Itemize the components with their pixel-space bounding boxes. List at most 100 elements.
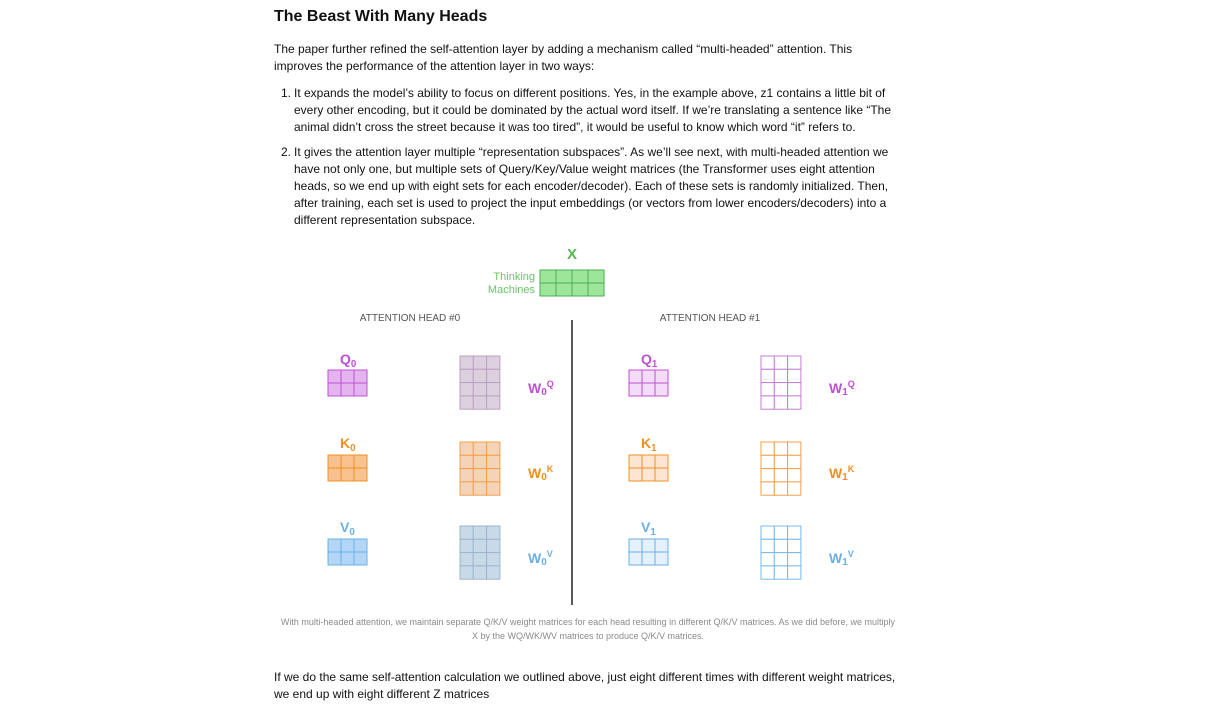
matrix-cell — [760, 552, 775, 567]
section-title: The Beast With Many Heads — [274, 8, 488, 25]
matrix-cell — [773, 395, 789, 410]
matrix-cell — [760, 481, 775, 496]
matrix-cell — [459, 468, 474, 483]
matrix-cell — [459, 525, 474, 540]
matrix-cell — [773, 552, 789, 567]
matrix-cell — [472, 355, 488, 370]
input-word-thinking: Thinking — [493, 271, 535, 283]
matrix-cell — [654, 369, 669, 384]
query-weight-matrix — [459, 355, 501, 410]
matrix-cell — [628, 551, 643, 566]
list-item: 2. It gives the attention layer multiple… — [274, 144, 904, 228]
matrix-cell — [641, 551, 656, 566]
matrix-cell — [654, 454, 669, 469]
query-weight-matrix — [760, 355, 802, 410]
matrix-cell — [641, 467, 656, 482]
matrix-cell — [787, 565, 802, 580]
matrix-cell — [760, 525, 775, 540]
matrix-cell — [773, 525, 789, 540]
matrix-cell — [472, 552, 488, 567]
value-weight-matrix — [760, 525, 802, 580]
matrix-cell — [459, 355, 474, 370]
matrix-cell — [787, 382, 802, 397]
key-matrix-label: K1 — [641, 435, 657, 454]
matrix-cell — [327, 538, 342, 553]
matrix-cell — [486, 368, 501, 384]
matrix-cell — [340, 467, 355, 482]
matrix-cell — [787, 355, 802, 370]
matrix-cell — [459, 368, 474, 384]
list-item-number: 2. — [281, 145, 292, 160]
matrix-cell — [760, 454, 775, 470]
query-weight-label: W0Q — [528, 379, 554, 398]
attention-head-title: ATTENTION HEAD #0 — [360, 313, 461, 324]
matrix-cell — [760, 355, 775, 370]
matrix-cell — [486, 395, 501, 410]
matrix-cell — [459, 395, 474, 410]
matrix-cell — [327, 551, 342, 566]
matrix-cell — [472, 441, 488, 456]
matrix-cell — [587, 269, 605, 284]
matrix-cell — [486, 565, 501, 580]
matrix-cell — [654, 382, 669, 397]
key-weight-matrix — [760, 441, 802, 496]
matrix-cell — [353, 538, 368, 553]
list-item-text: It gives the attention layer multiple “r… — [294, 145, 889, 227]
matrix-cell — [340, 382, 355, 397]
matrix-cell — [472, 468, 488, 483]
key-weight-label: W1K — [829, 464, 855, 483]
matrix-cell — [787, 395, 802, 410]
matrix-cell — [773, 538, 789, 554]
matrix-cell — [459, 565, 474, 580]
matrix-cell — [340, 369, 355, 384]
matrix-cell — [641, 538, 656, 553]
value-matrix — [628, 538, 669, 566]
matrix-cell — [787, 454, 802, 470]
intro-paragraph: The paper further refined the self-atten… — [274, 42, 853, 73]
matrix-cell — [587, 282, 605, 297]
matrix-cell — [472, 481, 488, 496]
matrix-cell — [641, 369, 656, 384]
matrix-cell — [486, 552, 501, 567]
matrix-cell — [760, 395, 775, 410]
value-weight-label: W1V — [829, 549, 854, 568]
query-matrix-label: Q0 — [340, 351, 357, 370]
key-weight-label: W0K — [528, 464, 554, 483]
matrix-cell — [353, 551, 368, 566]
list-item-text: It expands the model’s ability to focus … — [294, 86, 891, 134]
matrix-cell — [773, 481, 789, 496]
value-matrix-label: V1 — [641, 519, 656, 538]
matrix-cell — [472, 368, 488, 384]
matrix-cell — [472, 454, 488, 470]
matrix-cell — [654, 467, 669, 482]
matrix-cell — [654, 538, 669, 553]
matrix-cell — [654, 551, 669, 566]
matrix-cell — [787, 525, 802, 540]
x-input-matrix — [539, 269, 605, 297]
value-weight-matrix — [459, 525, 501, 580]
outro-paragraph: If we do the same self-attention calcula… — [274, 670, 896, 701]
matrix-cell — [555, 282, 573, 297]
matrix-cell — [760, 368, 775, 384]
value-matrix-label: V0 — [340, 519, 355, 538]
matrix-cell — [760, 441, 775, 456]
ways-list: 1. It expands the model’s ability to foc… — [274, 85, 904, 237]
matrix-cell — [353, 467, 368, 482]
matrix-cell — [760, 565, 775, 580]
matrix-cell — [472, 565, 488, 580]
x-matrix-label: X — [567, 246, 577, 263]
matrix-cell — [641, 454, 656, 469]
matrix-cell — [327, 382, 342, 397]
matrix-cell — [340, 538, 355, 553]
key-matrix-label: K0 — [340, 435, 356, 454]
matrix-cell — [773, 368, 789, 384]
matrix-cell — [486, 481, 501, 496]
matrix-cell — [628, 467, 643, 482]
matrix-cell — [773, 382, 789, 397]
query-matrix — [327, 369, 368, 397]
matrix-cell — [555, 269, 573, 284]
matrix-cell — [628, 369, 643, 384]
matrix-cell — [571, 282, 589, 297]
